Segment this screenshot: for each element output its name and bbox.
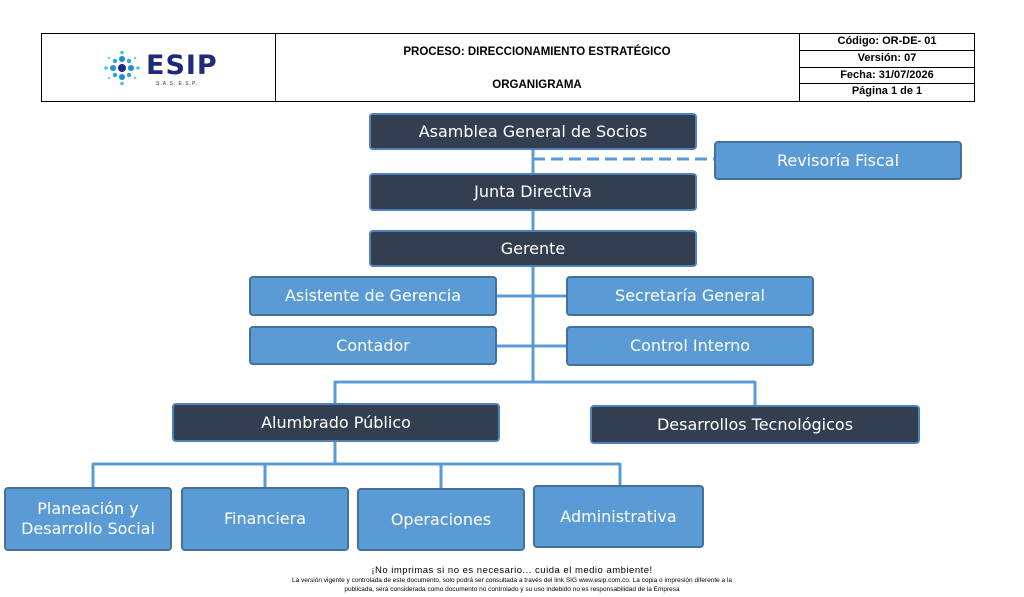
logo-text: ESIP [146,50,218,81]
process-title: PROCESO: DIRECCIONAMIENTO ESTRATÉGICO [403,46,671,58]
box-financiera: Financiera [181,487,349,551]
meta-cell: Código: OR-DE- 01 Versión: 07 Fecha: 31/… [799,34,975,101]
code-label: Código: OR-DE- 01 [799,34,975,51]
box-asistente: Asistente de Gerencia [249,276,497,316]
box-administrativa: Administrativa [533,485,704,548]
logo-subtext: S.A.S. E.S.P. [156,81,199,87]
box-gerente: Gerente [369,230,697,267]
box-planeacion: Planeación y Desarrollo Social [4,487,172,551]
title-cell: PROCESO: DIRECCIONAMIENTO ESTRATÉGICO OR… [275,34,800,101]
box-alumbrado: Alumbrado Público [172,403,500,442]
box-revisoria: Revisoría Fiscal [714,141,962,180]
box-junta: Junta Directiva [369,173,697,211]
box-operaciones: Operaciones [357,488,525,551]
box-control: Control Interno [566,326,814,366]
version-label: Versión: 07 [799,51,975,68]
date-label: Fecha: 31/07/2026 [799,68,975,85]
footer-slogan: ¡No imprimas si no es necesario... cuida… [371,565,653,576]
page-label: Página 1 de 1 [851,85,923,98]
footer-note-line1: La versión vigente y controlada de este … [291,577,733,584]
footer-note-line2: publicada, será considerada como documen… [344,586,680,593]
box-desarrollos: Desarrollos Tecnológicos [590,405,920,444]
document-header: ESIP S.A.S. E.S.P. PROCESO: DIRECCIONAMI… [41,33,975,102]
box-asamblea: Asamblea General de Socios [369,113,697,150]
logo-cell: ESIP S.A.S. E.S.P. [42,34,276,101]
box-contador: Contador [249,326,497,365]
esip-logo-icon [104,50,140,86]
document-title: ORGANIGRAMA [492,79,582,91]
box-secretaria: Secretaría General [566,276,814,316]
